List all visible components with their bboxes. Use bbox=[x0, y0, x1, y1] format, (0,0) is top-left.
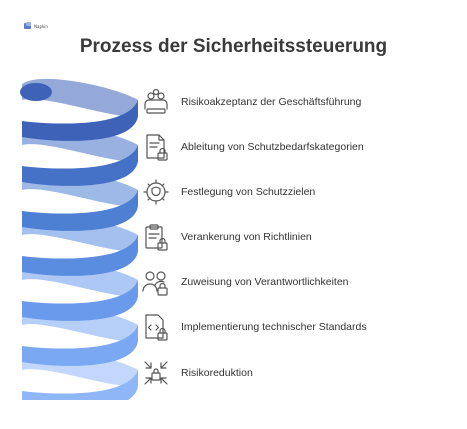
napkin-logo-icon bbox=[24, 22, 31, 29]
spiral-front-segment bbox=[22, 325, 138, 366]
step-item: Risikoakzeptanz der Geschäftsführung bbox=[140, 84, 361, 120]
step-item: Ableitung von Schutzbedarfskategorien bbox=[140, 129, 364, 165]
shrink-lock-icon bbox=[140, 357, 172, 389]
step-label: Zuweisung von Verantwortlichkeiten bbox=[181, 276, 349, 288]
spiral-front-segment bbox=[22, 370, 138, 400]
spiral-front-segment bbox=[22, 100, 138, 141]
page-title: Prozess der Sicherheitssteuerung bbox=[79, 36, 388, 57]
step-label: Verankerung von Richtlinien bbox=[181, 231, 312, 243]
spiral-top-cap bbox=[20, 83, 52, 101]
spiral-back-segment bbox=[22, 78, 138, 117]
step-item: Implementierung technischer Standards bbox=[140, 309, 367, 345]
logo: Napkin bbox=[24, 22, 48, 30]
step-label: Risikoreduktion bbox=[181, 367, 253, 379]
code-file-lock-icon bbox=[140, 311, 172, 343]
group-meeting-icon bbox=[140, 86, 172, 118]
spiral-front-segment bbox=[22, 235, 138, 276]
spiral-front-segment bbox=[22, 145, 138, 186]
step-item: Verankerung von Richtlinien bbox=[140, 219, 312, 255]
step-item: Festlegung von Schutzzielen bbox=[140, 174, 315, 210]
shield-gear-icon bbox=[140, 176, 172, 208]
step-label: Implementierung technischer Standards bbox=[181, 321, 367, 333]
step-label: Risikoakzeptanz der Geschäftsführung bbox=[181, 96, 362, 108]
step-item: Zuweisung von Verantwortlichkeiten bbox=[140, 264, 349, 300]
spiral-front-segment bbox=[22, 280, 138, 321]
spiral-graphic bbox=[20, 78, 138, 400]
step-label: Ableitung von Schutzbedarfskategorien bbox=[181, 141, 364, 153]
logo-text: Napkin bbox=[34, 23, 48, 29]
document-lock-icon bbox=[140, 131, 172, 163]
users-lock-icon bbox=[140, 266, 172, 298]
step-item: Risikoreduktion bbox=[140, 355, 253, 391]
clipboard-lock-icon bbox=[140, 221, 172, 253]
spiral-front-segment bbox=[22, 190, 138, 231]
step-label: Festlegung von Schutzzielen bbox=[181, 186, 316, 198]
